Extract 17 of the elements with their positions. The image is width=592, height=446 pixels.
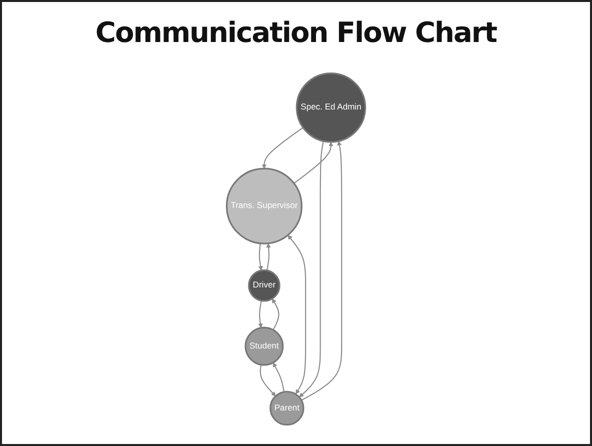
arrow <box>299 140 324 397</box>
arrow <box>258 300 263 328</box>
node-circle: Spec. Ed Admin <box>296 72 366 142</box>
arrow <box>288 234 306 394</box>
arrow <box>294 141 334 184</box>
node-circle: Trans. Supervisor <box>226 167 302 244</box>
arrow <box>301 140 342 400</box>
arrow <box>260 364 276 396</box>
chart-title: Communication Flow Chart <box>95 16 497 49</box>
arrow <box>272 298 280 330</box>
node-circle: Student <box>244 326 284 366</box>
arrow <box>258 242 263 270</box>
node-circle: Driver <box>248 268 280 302</box>
node-circle: Parent <box>270 390 304 426</box>
arrow <box>272 362 285 392</box>
arrow <box>266 242 271 270</box>
arrow <box>262 126 304 168</box>
